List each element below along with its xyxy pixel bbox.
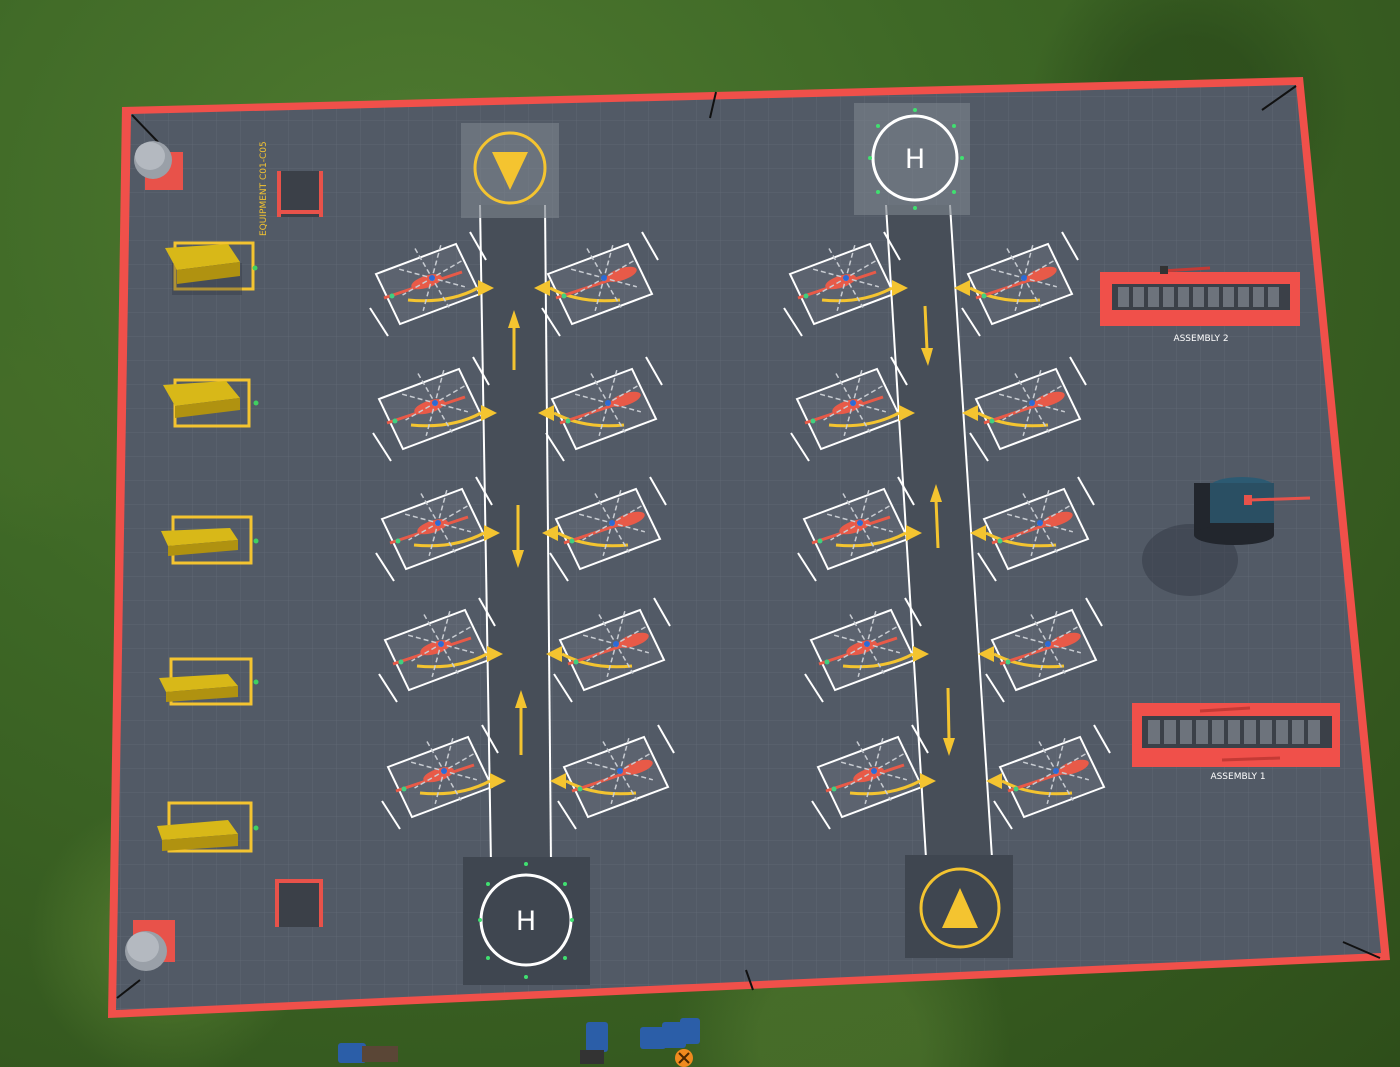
parking-bay[interactable] bbox=[546, 597, 671, 703]
helipad-bottom-left[interactable]: H bbox=[463, 857, 590, 985]
helicopter[interactable] bbox=[386, 369, 469, 437]
arrow-down-icon bbox=[921, 305, 933, 366]
helicopter[interactable] bbox=[797, 244, 880, 312]
parking-bay[interactable] bbox=[811, 724, 936, 830]
helicopter[interactable] bbox=[555, 244, 638, 312]
helicopter[interactable] bbox=[571, 737, 654, 805]
helicopter[interactable] bbox=[567, 610, 650, 678]
parking-bay[interactable] bbox=[381, 724, 506, 830]
parking-bay[interactable] bbox=[550, 724, 675, 830]
container-c01[interactable] bbox=[165, 241, 258, 295]
corner-marker-tr bbox=[1261, 85, 1297, 111]
parking-bay[interactable] bbox=[986, 724, 1111, 830]
assembly-station-1[interactable]: ASSEMBLY 1 bbox=[1132, 703, 1340, 782]
corner-marker-br bbox=[1342, 941, 1381, 959]
arrow-down-icon bbox=[492, 152, 528, 190]
helicopter[interactable] bbox=[999, 610, 1082, 678]
arrow-up-icon bbox=[942, 888, 978, 928]
equipment-label: EQUIPMENT C01-C05 bbox=[259, 141, 269, 236]
arrow-up-icon bbox=[515, 690, 527, 755]
helicopter[interactable] bbox=[811, 489, 894, 557]
helipad-top-right[interactable]: H bbox=[854, 103, 970, 215]
assembly-label-2: ASSEMBLY 2 bbox=[1173, 334, 1228, 344]
parking-bay[interactable] bbox=[970, 476, 1095, 582]
helicopter[interactable] bbox=[389, 489, 472, 557]
helicopter[interactable] bbox=[559, 369, 642, 437]
helicopter[interactable] bbox=[383, 244, 466, 312]
parking-bay[interactable] bbox=[804, 597, 929, 703]
helicopter[interactable] bbox=[1007, 737, 1090, 805]
corner-marker-tl bbox=[131, 114, 159, 143]
container-c04[interactable] bbox=[159, 657, 259, 706]
silo-top-left bbox=[134, 141, 183, 190]
assembly-station-2[interactable]: ASSEMBLY 2 bbox=[1100, 266, 1300, 344]
parking-bay[interactable] bbox=[375, 476, 500, 582]
parking-bay[interactable] bbox=[534, 231, 659, 337]
vehicle-group[interactable] bbox=[338, 1018, 700, 1067]
edge-marker-bottom bbox=[745, 969, 754, 991]
water-tower[interactable] bbox=[1142, 477, 1311, 596]
parking-bay[interactable] bbox=[797, 476, 922, 582]
helicopter[interactable] bbox=[818, 610, 901, 678]
parking-bay[interactable] bbox=[790, 356, 915, 462]
parking-bay[interactable] bbox=[378, 597, 503, 703]
parking-bay[interactable] bbox=[538, 356, 663, 462]
helicopter[interactable] bbox=[395, 737, 478, 805]
parking-bay[interactable] bbox=[369, 231, 494, 337]
entry-pad-top-left[interactable] bbox=[461, 123, 559, 218]
arrow-down-icon bbox=[512, 505, 524, 568]
helipad-h-icon: H bbox=[905, 144, 925, 175]
edge-marker-top bbox=[709, 91, 717, 119]
helipad-h-icon: H bbox=[516, 906, 536, 937]
gate-bottom[interactable] bbox=[275, 879, 323, 927]
silo-bottom-left bbox=[125, 920, 175, 971]
parking-bay[interactable] bbox=[954, 231, 1079, 337]
container-c05[interactable] bbox=[157, 801, 259, 853]
helicopter[interactable] bbox=[392, 610, 475, 678]
parking-bay[interactable] bbox=[962, 356, 1087, 462]
parking-bay[interactable] bbox=[542, 476, 667, 582]
container-c02[interactable] bbox=[163, 378, 259, 428]
arrow-up-icon bbox=[930, 484, 942, 549]
helicopter[interactable] bbox=[825, 737, 908, 805]
helicopter[interactable] bbox=[975, 244, 1058, 312]
helicopter[interactable] bbox=[991, 489, 1074, 557]
assembly-label-1: ASSEMBLY 1 bbox=[1210, 772, 1265, 782]
arrow-up-icon bbox=[508, 310, 520, 370]
edge-marker-left bbox=[116, 979, 141, 999]
exit-pad-bottom-right[interactable] bbox=[905, 855, 1013, 958]
parking-bay[interactable] bbox=[783, 231, 908, 337]
parking-bay[interactable] bbox=[372, 356, 497, 462]
close-icon[interactable] bbox=[675, 1049, 693, 1067]
helicopter[interactable] bbox=[804, 369, 887, 437]
equipment-containers bbox=[157, 241, 259, 853]
arrow-down-icon bbox=[943, 687, 955, 756]
helicopter[interactable] bbox=[983, 369, 1066, 437]
parking-bay[interactable] bbox=[978, 597, 1103, 703]
container-c03[interactable] bbox=[161, 515, 259, 565]
parking-bays bbox=[369, 231, 1111, 830]
gate-top[interactable] bbox=[277, 171, 323, 217]
helicopter[interactable] bbox=[563, 489, 646, 557]
lane-arrows bbox=[508, 305, 955, 756]
